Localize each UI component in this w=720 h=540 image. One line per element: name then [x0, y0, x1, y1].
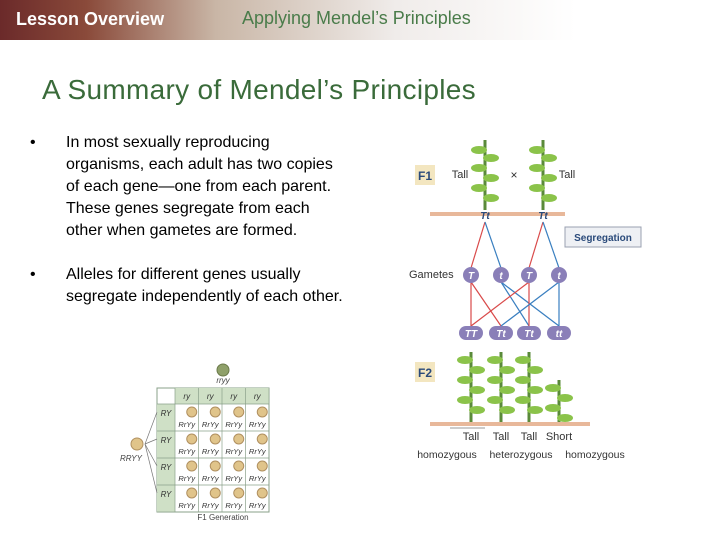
punnett-cell: RrYy: [178, 420, 196, 429]
pea-icon: [257, 434, 267, 444]
punnett-cell: RrYy: [249, 474, 267, 483]
punnett-cell: RrYy: [249, 501, 267, 510]
pea-icon: [187, 434, 197, 444]
tall-plant-icon: [529, 140, 557, 210]
row-header: RY: [161, 490, 172, 499]
punnett-cell: RrYy: [202, 474, 220, 483]
pea-icon: [234, 488, 244, 498]
bullet-dot-icon: •: [30, 132, 36, 154]
offspring-genotype: TT: [465, 329, 478, 340]
punnett-cell: RrYy: [225, 474, 243, 483]
bullet-item: • Alleles for different genes usually se…: [30, 264, 350, 308]
pea-icon: [257, 461, 267, 471]
short-plant-icon: [545, 380, 573, 422]
offspring-genotype: tt: [556, 329, 563, 340]
tall-plant-icon: [487, 352, 515, 422]
bullet-text: In most sexually reproducing organisms, …: [66, 134, 333, 239]
offspring-phenotype: Short: [546, 431, 572, 443]
pea-icon: [257, 488, 267, 498]
bullet-list: • In most sexually reproducing organisms…: [30, 132, 350, 330]
parent-left-label: Tall: [452, 169, 469, 181]
pea-icon: [210, 407, 220, 417]
offspring-genotype: Tt: [496, 329, 506, 340]
col-header: ry: [183, 392, 191, 401]
row-header: RY: [161, 463, 172, 472]
punnett-cell: RrYy: [249, 447, 267, 456]
bullet-dot-icon: •: [30, 264, 36, 286]
left-parent-label: RRYY: [120, 454, 143, 463]
offspring-phenotype: Tall: [521, 431, 538, 443]
pea-icon: [210, 461, 220, 471]
row-header: RY: [161, 436, 172, 445]
punnett-cell: RrYy: [178, 474, 196, 483]
punnett-caption: F1 Generation: [197, 513, 248, 522]
punnett-cell: RrYy: [225, 501, 243, 510]
gametes-label: Gametes: [409, 269, 454, 281]
pea-icon: [131, 438, 143, 450]
offspring-phenotype: Tall: [463, 431, 480, 443]
top-parent-label: rryy: [216, 376, 230, 385]
pea-icon: [234, 434, 244, 444]
pea-icon: [257, 407, 267, 417]
heterozygous-label: heterozygous: [489, 449, 552, 461]
pea-icon: [217, 364, 229, 376]
tall-plant-icon: [515, 352, 543, 422]
offspring-genotype: Tt: [524, 329, 534, 340]
pea-icon: [234, 407, 244, 417]
f1-label: F1: [418, 169, 432, 183]
cross-symbol: ×: [510, 168, 517, 182]
pea-icon: [187, 407, 197, 417]
parent-genotype: Tt: [538, 211, 548, 222]
col-header: ry: [207, 392, 215, 401]
punnett-cell: RrYy: [202, 447, 220, 456]
f2-label: F2: [418, 366, 432, 380]
col-header: ry: [254, 392, 262, 401]
tall-plant-icon: [471, 140, 499, 210]
offspring-phenotype: Tall: [493, 431, 510, 443]
punnett-cell: RrYy: [178, 501, 196, 510]
pea-icon: [210, 434, 220, 444]
pea-icon: [234, 461, 244, 471]
bullet-item: • In most sexually reproducing organisms…: [30, 132, 350, 242]
punnett-cell: RrYy: [178, 447, 196, 456]
gamete-label: T: [526, 271, 533, 282]
parent-genotype: Tt: [480, 211, 490, 222]
punnett-cell: RrYy: [202, 501, 220, 510]
punnett-cell: RrYy: [225, 420, 243, 429]
homozygous-left-label: homozygous: [417, 449, 477, 461]
parent-right-label: Tall: [559, 169, 576, 181]
pea-icon: [187, 461, 197, 471]
pea-icon: [187, 488, 197, 498]
tall-plant-icon: [457, 352, 485, 422]
homozygous-right-label: homozygous: [565, 449, 625, 461]
bullet-text: Alleles for different genes usually segr…: [66, 266, 343, 305]
row-header: RY: [161, 409, 172, 418]
slide-title: A Summary of Mendel’s Principles: [42, 74, 476, 106]
soil-bar: [430, 422, 590, 426]
col-header: ry: [230, 392, 238, 401]
lesson-label: Lesson Overview: [16, 9, 164, 30]
punnett-cell: RrYy: [249, 420, 267, 429]
punnett-cell: RrYy: [225, 447, 243, 456]
lesson-subtitle: Applying Mendel’s Principles: [242, 8, 471, 29]
gamete-label: T: [468, 271, 475, 282]
pea-icon: [210, 488, 220, 498]
punnett-cell: RrYy: [202, 420, 220, 429]
segregation-label: Segregation: [574, 233, 632, 244]
